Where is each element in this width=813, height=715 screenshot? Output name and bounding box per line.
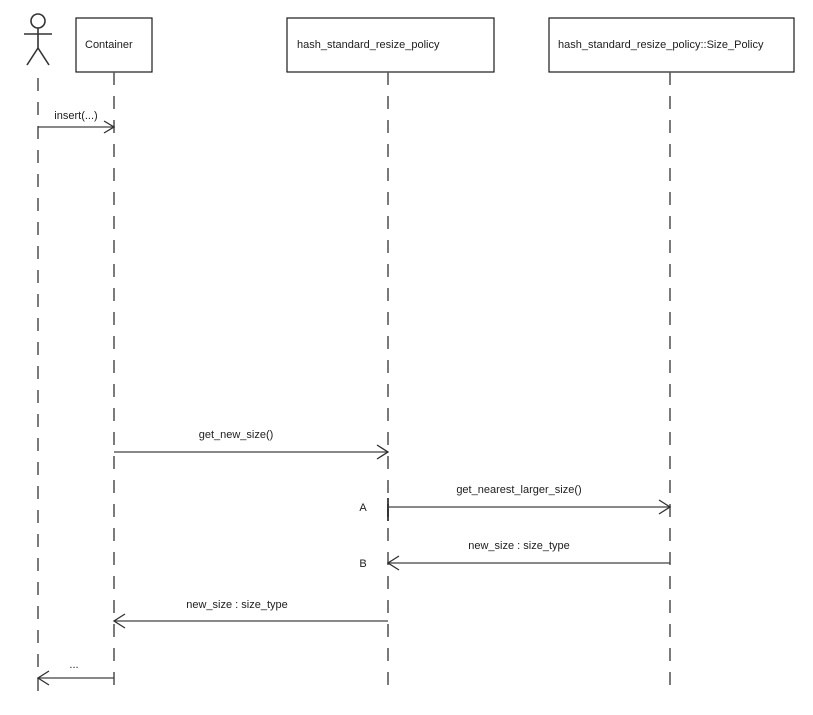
message-return-new-size-outer[interactable]: new_size : size_type (112, 599, 388, 629)
message-label: new_size : size_type (186, 599, 288, 611)
message-label: get_nearest_larger_size() (456, 484, 581, 496)
arrowhead-right-icon (103, 120, 116, 134)
message-label: ... (69, 659, 78, 671)
message-insert[interactable]: insert(...) (38, 110, 116, 134)
message-label: new_size : size_type (468, 540, 570, 552)
message-get-nearest-larger-size[interactable]: A get_nearest_larger_size() (359, 484, 672, 521)
actor-head-icon (30, 13, 46, 29)
arrowhead-left-icon (36, 670, 50, 686)
participant-hash-standard-resize-policy-size-policy[interactable]: hash_standard_resize_policy::Size_Policy (548, 17, 795, 73)
message-return-new-size-inner[interactable]: B new_size : size_type (359, 540, 670, 571)
actor-left-leg-line (26, 47, 39, 66)
arrowhead-left-icon (386, 555, 400, 571)
message-return-ellipsis[interactable]: ... (36, 659, 114, 686)
participant-box[interactable] (75, 17, 153, 73)
actor-figure (24, 13, 52, 66)
message-sequence-marker: A (359, 502, 367, 514)
participant-label: hash_standard_resize_policy (297, 39, 440, 51)
arrowhead-right-icon (658, 499, 672, 515)
arrowhead-left-icon (112, 613, 126, 629)
participant-hash-standard-resize-policy[interactable]: hash_standard_resize_policy (286, 17, 495, 73)
participant-box[interactable] (548, 17, 795, 73)
actor-right-leg-line (37, 47, 50, 66)
arrowhead-right-icon (376, 444, 390, 460)
message-label: get_new_size() (199, 429, 274, 441)
message-sequence-marker: B (359, 558, 366, 570)
participant-container[interactable]: Container (75, 17, 153, 73)
participant-box[interactable] (286, 17, 495, 73)
participant-label: hash_standard_resize_policy::Size_Policy (558, 39, 764, 51)
message-label: insert(...) (54, 110, 97, 122)
participant-label: Container (85, 39, 133, 51)
message-get-new-size[interactable]: get_new_size() (114, 429, 390, 460)
